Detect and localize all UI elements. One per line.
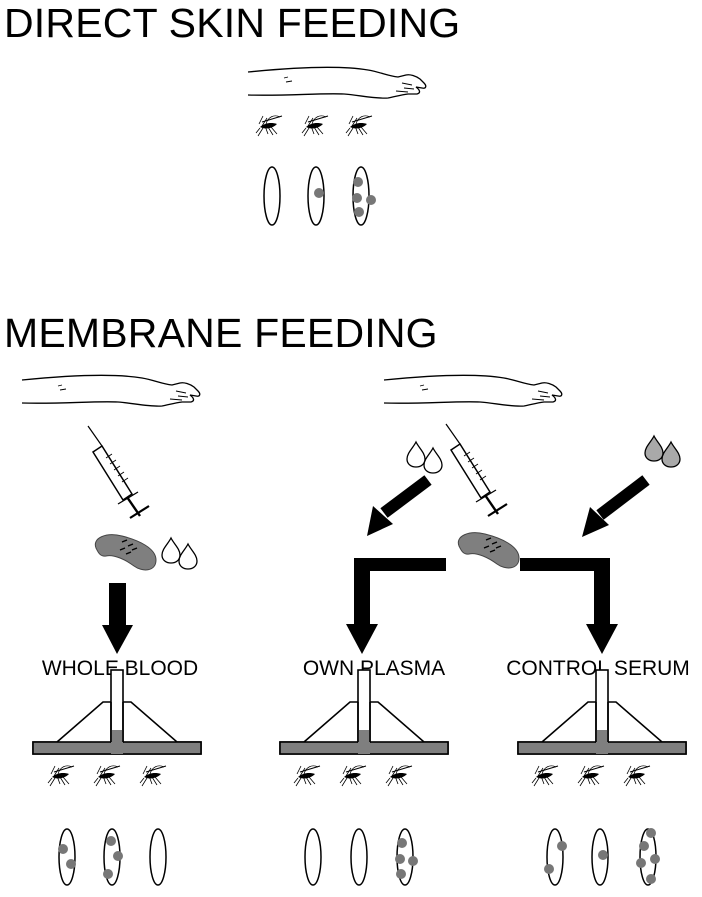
- oocyst-dot: [636, 858, 646, 868]
- own-plasma-midguts: [304, 828, 418, 886]
- oocyst-dot: [544, 864, 554, 874]
- oocyst-dot: [353, 177, 363, 187]
- control-serum-mosquitoes: [531, 765, 651, 787]
- diagonal-arrow-to-plasma: [367, 475, 432, 536]
- oocyst-dot: [352, 193, 362, 203]
- own-plasma-label: OWN PLASMA: [302, 657, 446, 680]
- control-serum-label: CONTROL SERUM: [506, 657, 690, 680]
- oocyst-dot: [408, 856, 418, 866]
- direct-skin-feeding-title: DIRECT SKIN FEEDING: [4, 0, 461, 46]
- midgut: [304, 828, 322, 886]
- elbow-arrow-to-serum: [520, 558, 618, 654]
- oocyst-dot: [646, 874, 656, 884]
- oocyst-dot: [113, 851, 123, 861]
- whole-blood-arm: [21, 374, 201, 407]
- control-serum-midguts: [544, 828, 660, 886]
- oocyst-dot: [598, 850, 608, 860]
- white-plasma-drops-icon: [406, 441, 443, 474]
- oocyst-dot: [650, 854, 660, 864]
- oocyst-dot: [58, 844, 68, 854]
- own-plasma-mosquitoes: [293, 765, 413, 787]
- oocyst-dot: [397, 838, 407, 848]
- down-arrow: [102, 583, 133, 654]
- membrane-feeding-title: MEMBRANE FEEDING: [4, 310, 438, 356]
- syringe-icon: [444, 422, 509, 518]
- oocyst-dot: [646, 828, 656, 838]
- midgut: [546, 828, 564, 886]
- midgut: [149, 828, 167, 886]
- oocyst-dot: [396, 869, 406, 879]
- whole-blood-label: WHOLE BLOOD: [41, 657, 199, 680]
- spleen-icon: [94, 534, 157, 571]
- oocyst-dot: [395, 854, 405, 864]
- oocyst-dot: [639, 841, 649, 851]
- direct-feeding-arm: [247, 66, 427, 99]
- oocyst-dot: [106, 836, 116, 846]
- whole-blood-feeder: [32, 669, 202, 755]
- whole-blood-midguts: [58, 828, 167, 886]
- midgut: [350, 828, 368, 886]
- whole-blood-mosquitoes: [47, 765, 167, 787]
- oocyst-dot: [66, 859, 76, 869]
- oocyst-dot: [366, 195, 376, 205]
- oocyst-dot: [314, 188, 324, 198]
- oocyst-dot: [354, 207, 364, 217]
- diagonal-arrow-to-serum: [582, 475, 650, 537]
- midgut: [58, 828, 76, 886]
- gray-serum-drops-icon: [644, 435, 681, 468]
- direct-feeding-mosquitoes: [255, 115, 373, 137]
- spleen-icon: [457, 532, 520, 569]
- direct-feeding-midguts: [263, 166, 376, 226]
- midgut-empty: [263, 166, 281, 226]
- oocyst-dot: [557, 841, 567, 851]
- control-serum-feeder: [517, 669, 687, 755]
- plasma-serum-arm: [383, 374, 563, 407]
- white-drops-icon: [161, 537, 198, 570]
- syringe-icon: [86, 424, 151, 520]
- elbow-arrow-to-plasma: [346, 558, 446, 654]
- own-plasma-feeder: [279, 669, 449, 755]
- oocyst-dot: [103, 869, 113, 879]
